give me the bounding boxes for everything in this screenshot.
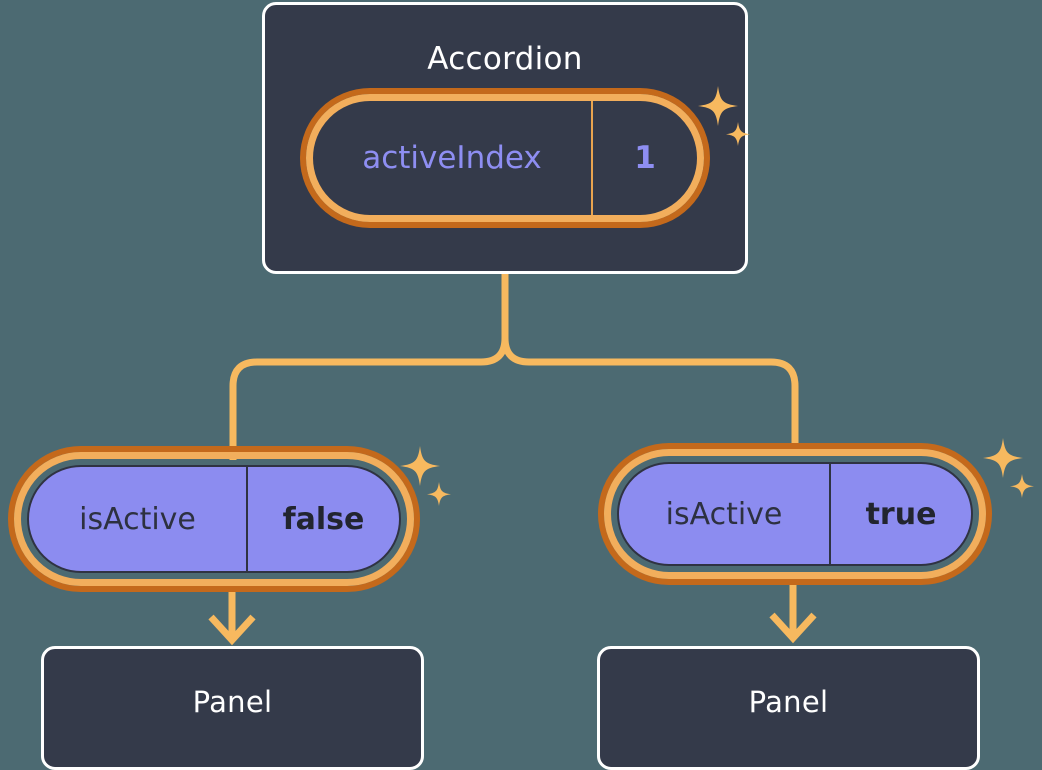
panel-left-box[interactable]: Panel bbox=[41, 646, 424, 770]
activeindex-hook-ring bbox=[306, 94, 704, 222]
isactive-true-hook-pill[interactable]: isActive true bbox=[617, 462, 973, 566]
panel-right-box[interactable]: Panel bbox=[597, 646, 980, 770]
activeindex-hook-pill[interactable]: activeIndex 1 bbox=[313, 101, 697, 215]
connector-right-branch bbox=[501, 337, 799, 456]
arrow-head-right bbox=[769, 612, 817, 644]
arrow-head-left bbox=[208, 614, 256, 646]
activeindex-hook-value: 1 bbox=[634, 140, 656, 176]
sparkle-icon bbox=[983, 438, 1034, 498]
isactive-false-hook-ring bbox=[14, 452, 414, 586]
isactive-false-hook-value: false bbox=[282, 501, 365, 537]
connector-trunk bbox=[229, 274, 509, 460]
activeindex-hook-key: activeIndex bbox=[313, 101, 593, 215]
isactive-false-hook-key: isActive bbox=[29, 467, 248, 571]
isactive-false-hook-pill[interactable]: isActive false bbox=[27, 465, 401, 573]
isactive-true-hook-key: isActive bbox=[619, 464, 831, 564]
accordion-title: Accordion bbox=[427, 41, 583, 77]
panel-right-title: Panel bbox=[748, 685, 829, 719]
isactive-true-hook-value: true bbox=[865, 496, 937, 532]
panel-left-title: Panel bbox=[192, 685, 273, 719]
